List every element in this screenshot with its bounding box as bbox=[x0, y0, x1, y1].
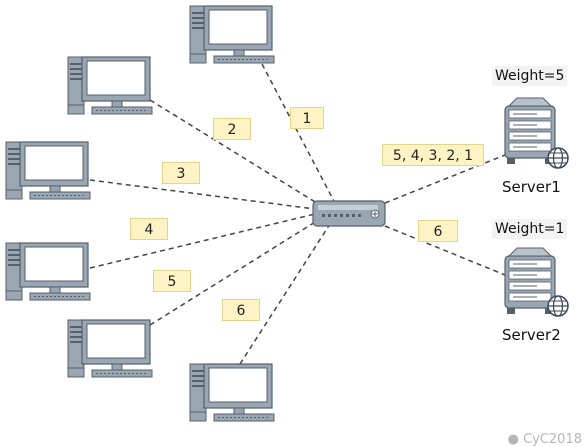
conn-label-6: 6 bbox=[222, 299, 260, 321]
server2-weight: Weight=1 bbox=[492, 219, 568, 239]
conn-label-1: 1 bbox=[290, 107, 324, 129]
github-icon: ● bbox=[507, 432, 524, 447]
globe-icon-1 bbox=[547, 147, 569, 169]
server-rack-icon-1 bbox=[504, 97, 556, 165]
conn-label-3: 3 bbox=[162, 162, 200, 184]
link-server-1 bbox=[384, 154, 506, 204]
server2-name: Server2 bbox=[502, 326, 561, 344]
client-computer-5 bbox=[67, 319, 153, 378]
conn-label-4: 4 bbox=[130, 218, 168, 240]
client-computer-1 bbox=[189, 5, 275, 64]
watermark-text: CyC2018 bbox=[523, 432, 582, 447]
link-client-4 bbox=[89, 213, 316, 269]
client-computer-2 bbox=[67, 56, 153, 115]
link-client-3 bbox=[89, 179, 316, 210]
link-client-5 bbox=[149, 218, 321, 326]
server1-name: Server1 bbox=[502, 178, 561, 196]
conn-label-5: 5 bbox=[153, 270, 191, 292]
load-balancer-icon bbox=[312, 200, 386, 227]
server1-weight: Weight=5 bbox=[492, 66, 568, 86]
link-server-2 bbox=[384, 225, 506, 276]
server1-queue-label: 5, 4, 3, 2, 1 bbox=[382, 144, 484, 166]
conn-label-2: 2 bbox=[213, 118, 251, 140]
watermark: ● CyC2018 bbox=[508, 432, 582, 447]
globe-icon-2 bbox=[547, 295, 569, 317]
client-computer-3 bbox=[5, 141, 91, 200]
link-client-2 bbox=[149, 99, 321, 206]
link-client-6 bbox=[239, 223, 331, 365]
client-computer-6 bbox=[189, 363, 275, 422]
link-client-1 bbox=[261, 63, 336, 204]
server2-queue-label: 6 bbox=[418, 220, 458, 242]
client-computer-4 bbox=[5, 242, 91, 301]
